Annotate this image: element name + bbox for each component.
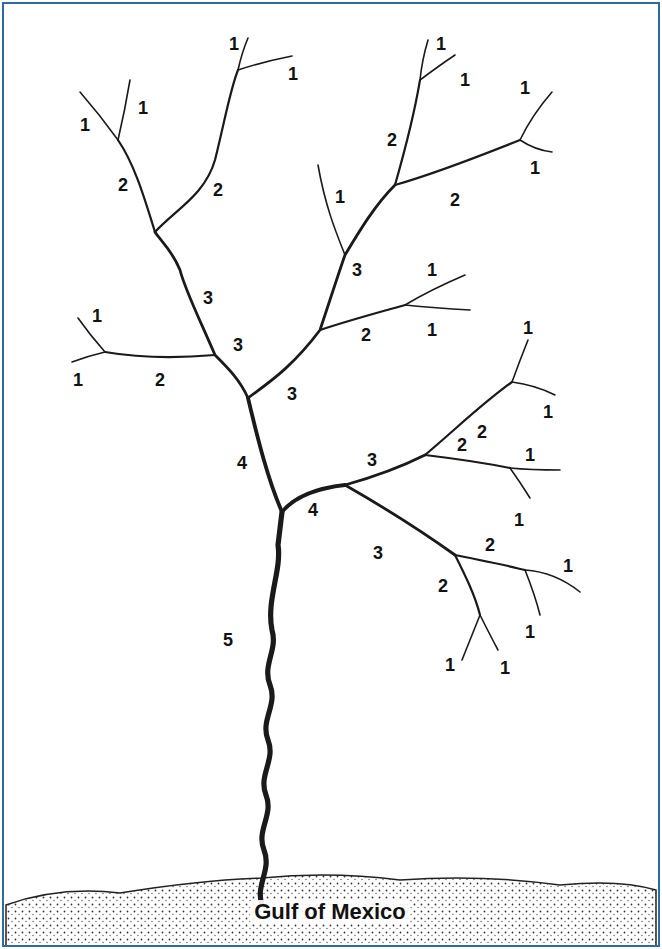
stream-order-1 xyxy=(520,140,552,152)
stream-order-3 xyxy=(155,232,248,398)
stream-order-1 xyxy=(405,305,470,310)
stream-order-number: 3 xyxy=(203,289,213,307)
stream-order-4 xyxy=(248,398,282,512)
stream-order-1 xyxy=(480,615,498,650)
stream-order-number: 1 xyxy=(80,116,90,134)
stream-order-2 xyxy=(395,140,520,185)
stream-order-1 xyxy=(510,468,530,498)
stream-order-1 xyxy=(72,352,105,362)
stream-order-1 xyxy=(420,55,455,80)
stream-order-number: 1 xyxy=(525,623,535,641)
stream-order-1 xyxy=(238,56,292,70)
stream-order-number: 3 xyxy=(367,451,377,469)
stream-order-2 xyxy=(395,80,420,185)
stream-order-number: 5 xyxy=(223,631,233,649)
stream-order-1 xyxy=(118,80,130,140)
stream-order-number: 1 xyxy=(445,656,455,674)
stream-order-number: 1 xyxy=(460,71,470,89)
stream-order-2 xyxy=(425,455,510,468)
stream-order-number: 2 xyxy=(387,131,397,149)
stream-order-number: 4 xyxy=(237,454,247,472)
stream-order-1 xyxy=(512,382,555,395)
stream-order-1 xyxy=(80,92,118,140)
river-network xyxy=(72,38,580,905)
stream-order-number: 2 xyxy=(485,536,495,554)
stream-order-number: 3 xyxy=(352,261,362,279)
stream-order-1 xyxy=(238,38,248,70)
stream-order-1 xyxy=(512,340,528,382)
stream-order-3 xyxy=(248,185,395,398)
stream-order-number: 4 xyxy=(308,501,318,519)
stream-order-number: 1 xyxy=(73,371,83,389)
stream-order-number: 1 xyxy=(427,261,437,279)
stream-order-number: 1 xyxy=(543,403,553,421)
region-label: Gulf of Mexico xyxy=(250,900,410,924)
stream-order-number: 1 xyxy=(92,307,102,325)
stream-order-number: 2 xyxy=(457,436,467,454)
stream-order-number: 1 xyxy=(229,35,239,53)
stream-order-number: 2 xyxy=(118,176,128,194)
stream-order-number: 3 xyxy=(233,336,243,354)
stream-order-2 xyxy=(455,555,480,615)
stream-order-number: 2 xyxy=(450,191,460,209)
stream-order-number: 3 xyxy=(373,544,383,562)
stream-order-number: 1 xyxy=(335,188,345,206)
stream-order-number: 1 xyxy=(525,446,535,464)
stream-order-number: 1 xyxy=(436,35,446,53)
stream-order-2 xyxy=(105,352,215,357)
stream-order-2 xyxy=(155,70,238,232)
stream-order-1 xyxy=(462,615,480,660)
stream-order-number: 1 xyxy=(520,79,530,97)
stream-order-1 xyxy=(520,92,552,140)
stream-order-3 xyxy=(345,455,425,485)
stream-order-number: 1 xyxy=(138,99,148,117)
gulf-shore xyxy=(6,875,656,946)
stream-order-number: 1 xyxy=(288,65,298,83)
frame-border xyxy=(3,3,659,946)
stream-order-number: 1 xyxy=(500,659,510,677)
stream-order-2 xyxy=(118,140,155,232)
stream-order-number: 1 xyxy=(514,511,524,529)
stream-order-1 xyxy=(318,165,345,255)
stream-order-3 xyxy=(345,485,455,555)
stream-order-2 xyxy=(425,382,512,455)
stream-order-number: 1 xyxy=(530,159,540,177)
stream-order-number: 2 xyxy=(438,577,448,595)
stream-order-1 xyxy=(510,468,560,470)
stream-order-1 xyxy=(405,275,465,305)
stream-order-number: 1 xyxy=(427,321,437,339)
stream-order-1 xyxy=(525,570,540,615)
stream-order-2 xyxy=(455,555,525,570)
stream-order-number: 2 xyxy=(213,181,223,199)
stream-order-5 xyxy=(260,512,282,905)
stream-order-number: 1 xyxy=(563,557,573,575)
stream-order-number: 3 xyxy=(287,385,297,403)
stream-order-number: 2 xyxy=(477,423,487,441)
stream-order-number: 2 xyxy=(361,326,371,344)
stream-order-number: 2 xyxy=(155,371,165,389)
stream-order-number: 1 xyxy=(523,319,533,337)
